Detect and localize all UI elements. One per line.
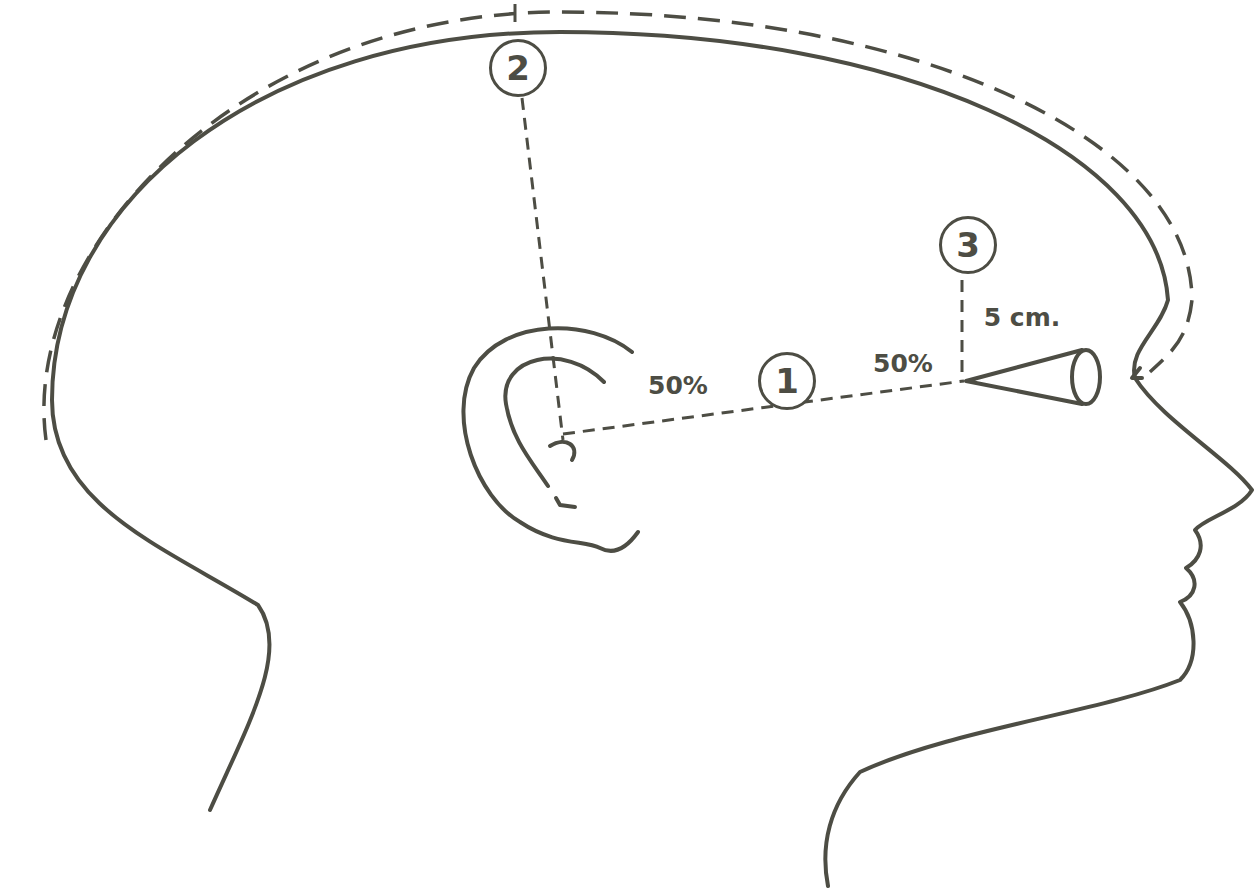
callout-number: 2	[506, 51, 530, 85]
ear-lobe-mark	[556, 498, 575, 507]
callout-number: 1	[775, 364, 799, 398]
brow-mark	[1132, 368, 1142, 378]
vertex-tick	[514, 4, 517, 22]
dashed-head-contour	[44, 12, 1192, 440]
eye-vertical-line	[961, 280, 964, 378]
eye-cone	[966, 350, 1082, 404]
callout-circle: 3	[939, 216, 997, 274]
callout-circle: 1	[758, 352, 816, 410]
callout-number: 3	[956, 228, 980, 262]
eye	[1072, 350, 1100, 404]
ear-tragus	[550, 442, 574, 460]
dimension-label: 5 cm.	[982, 304, 1062, 332]
ear-outer	[463, 328, 638, 551]
head-outline	[52, 32, 1252, 886]
callout-circle: 2	[489, 39, 547, 97]
percent-label: 50%	[646, 372, 710, 400]
percent-label: 50%	[871, 350, 935, 378]
vertex-leader-line	[522, 98, 563, 440]
